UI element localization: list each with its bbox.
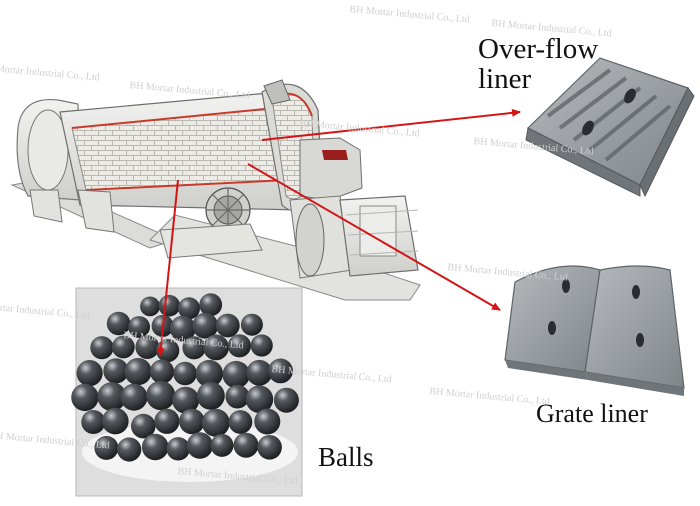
grinding-ball (203, 334, 229, 361)
grinding-ball (240, 313, 263, 336)
grinding-ball (246, 359, 273, 386)
grinding-ball (103, 358, 129, 384)
grinding-ball (273, 387, 299, 413)
grinding-ball (71, 383, 99, 412)
grinding-ball (166, 437, 190, 461)
overflow-liner-label-line2: liner (478, 63, 532, 96)
overflow-liner-label-line1: Over-flow (478, 33, 599, 65)
leader-arrows (156, 108, 521, 357)
grinding-ball (90, 336, 114, 360)
grinding-ball (225, 384, 250, 409)
grate-liner-image (504, 265, 685, 396)
grinding-ball (182, 336, 206, 360)
grinding-ball (222, 360, 250, 389)
grinding-ball (257, 435, 282, 460)
grinding-ball (227, 334, 251, 358)
arrow-to-balls (156, 179, 179, 357)
overflow-liner-label: Over-flow liner (478, 34, 598, 95)
grinding-ball (111, 335, 135, 359)
grinding-ball (135, 335, 160, 359)
grinding-ball (124, 358, 152, 386)
grinding-ball (76, 360, 103, 387)
grinding-ball (173, 361, 197, 386)
grinding-ball (195, 359, 223, 388)
grinding-ball (102, 407, 129, 435)
grinding-ball (106, 311, 131, 336)
arrow-to-grate-liner (247, 163, 501, 311)
grinding-ball (128, 316, 151, 338)
grinding-ball (141, 433, 169, 461)
balls-label: Balls (318, 442, 374, 472)
grinding-ball (117, 437, 142, 462)
grinding-ball (186, 432, 214, 459)
grinding-ball (172, 386, 200, 414)
arrow-to-overflow-liner (261, 108, 521, 141)
grinding-ball (94, 435, 119, 460)
grinding-ball (154, 408, 180, 434)
grinding-ball (131, 413, 156, 439)
grinding-ball (149, 359, 175, 384)
grinding-ball (169, 315, 196, 342)
grinding-ball (210, 433, 234, 457)
grinding-ball (179, 408, 205, 435)
grinding-ball (146, 380, 176, 411)
grinding-ball (233, 432, 259, 458)
grinding-balls-image (71, 287, 303, 497)
grinding-ball (199, 293, 223, 317)
grinding-ball (120, 383, 148, 411)
grinding-ball (97, 382, 127, 412)
grinding-ball (215, 313, 240, 338)
grinding-ball (228, 410, 253, 434)
overflow-liner-image (525, 57, 695, 198)
grinding-ball (254, 408, 281, 435)
grinding-ball (268, 358, 293, 384)
grinding-ball (158, 294, 181, 317)
grinding-ball (196, 381, 225, 410)
ball-mill (10, 79, 421, 301)
grinding-ball (192, 312, 219, 339)
grinding-ball (250, 334, 273, 357)
grinding-ball (81, 410, 106, 434)
grinding-ball (201, 408, 230, 437)
grinding-ball (140, 296, 160, 317)
grinding-ball (178, 297, 200, 320)
grinding-ball (245, 385, 274, 414)
grate-liner-label: Grate liner (536, 399, 648, 428)
